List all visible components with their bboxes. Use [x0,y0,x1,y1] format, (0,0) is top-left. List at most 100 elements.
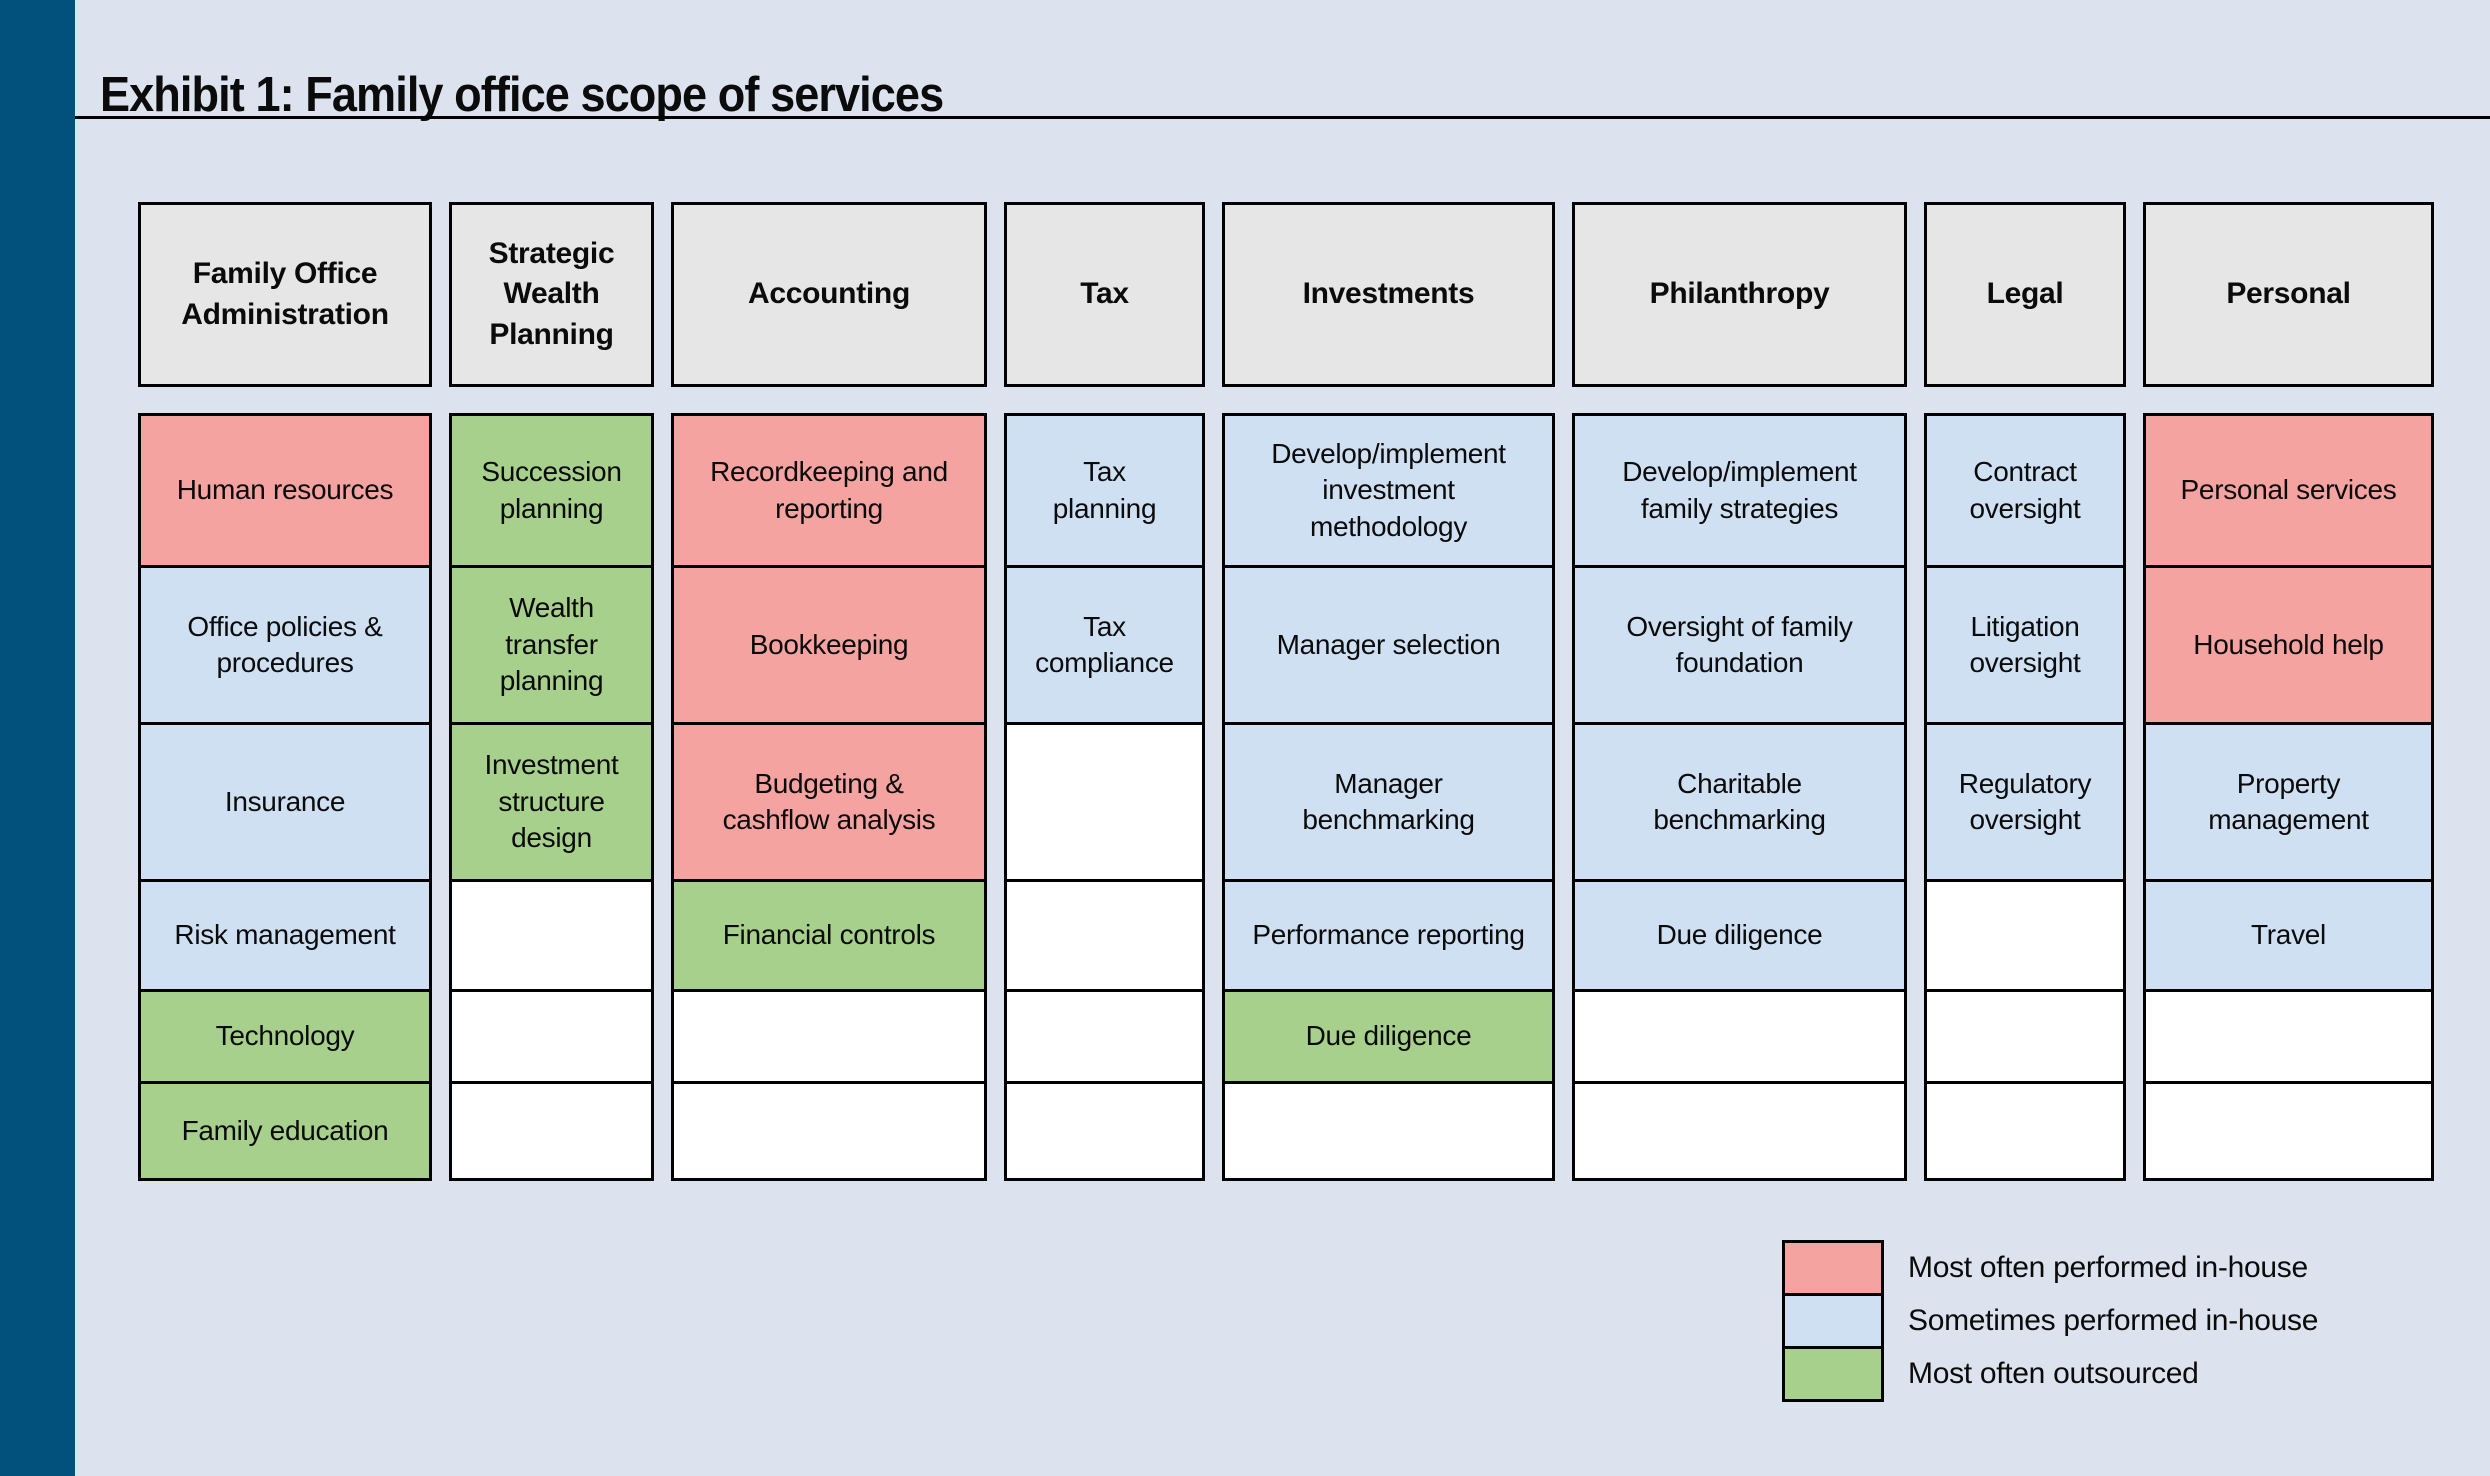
service-cell-bookkeeping: Bookkeeping [671,565,987,725]
empty-cell [1222,1081,1555,1181]
service-cell-label: Develop/implement investment methodology [1271,437,1506,542]
service-cell-manager-benchmarking: Manager benchmarking [1222,722,1555,882]
service-cell-label: Family education [181,1114,389,1146]
empty-cell [2143,1081,2434,1181]
service-cell-travel: Travel [2143,879,2434,992]
title-divider [75,116,2490,119]
service-cell-label: Personal services [2180,474,2397,506]
left-accent-bar [0,0,75,1476]
service-cell-due-diligence: Due diligence [1222,989,1555,1084]
empty-cell [1004,989,1205,1084]
service-cell-develop-implement-investment-methodology: Develop/implement investment methodology [1222,413,1555,568]
service-cell-label: Manager selection [1276,628,1501,660]
service-cell-regulatory-oversight: Regulatory oversight [1924,722,2126,882]
service-cell-personal-services: Personal services [2143,413,2434,568]
empty-cell [1924,1081,2126,1181]
service-cell-litigation-oversight: Litigation oversight [1924,565,2126,725]
service-cell-financial-controls: Financial controls [671,879,987,992]
empty-cell [2143,989,2434,1084]
service-cell-label: Human resources [176,474,394,506]
legend-swatch-outsourced [1782,1346,1884,1402]
service-cell-label: Succession planning [481,456,622,524]
service-cell-tax-compliance: Tax compliance [1004,565,1205,725]
service-cell-label: Financial controls [722,919,936,951]
service-cell-household-help: Household help [2143,565,2434,725]
column-header-tax: Tax [1004,202,1205,387]
service-cell-label: Wealth transfer planning [499,592,604,697]
service-cell-office-policies-procedures: Office policies & procedures [138,565,432,725]
column-header-philanthropy: Philanthropy [1572,202,1907,387]
service-cell-label: Insurance [224,785,346,817]
service-cell-human-resources: Human resources [138,413,432,568]
service-cell-due-diligence: Due diligence [1572,879,1907,992]
service-cell-label: Household help [2193,628,2384,660]
service-cell-label: Bookkeeping [749,628,909,660]
service-cell-label: Budgeting & cashflow analysis [722,767,936,835]
service-cell-succession-planning: Succession planning [449,413,654,568]
service-cell-oversight-of-family-foundation: Oversight of family foundation [1572,565,1907,725]
empty-cell [671,1081,987,1181]
column-header-family-office-administration: Family Office Administration [138,202,432,387]
service-cell-label: Travel [2251,919,2326,951]
empty-cell [1572,1081,1907,1181]
service-cell-tax-planning: Tax planning [1004,413,1205,568]
empty-cell [671,989,987,1084]
service-cell-label: Manager benchmarking [1302,767,1475,835]
service-cell-label: Due diligence [1656,919,1823,951]
empty-cell [449,879,654,992]
legend-label: Most often performed in-house [1908,1251,2308,1284]
service-cell-risk-management: Risk management [138,879,432,992]
service-cell-label: Due diligence [1305,1020,1472,1052]
column-header-legal: Legal [1924,202,2126,387]
service-cell-charitable-benchmarking: Charitable benchmarking [1572,722,1907,882]
service-cell-label: Office policies & procedures [187,610,383,678]
service-cell-label: Charitable benchmarking [1653,767,1826,835]
service-cell-budgeting-cashflow-analysis: Budgeting & cashflow analysis [671,722,987,882]
service-cell-label: Regulatory oversight [1958,767,2092,835]
column-header-investments: Investments [1222,202,1555,387]
service-cell-label: Performance reporting [1252,919,1525,951]
column-header-strategic-wealth-planning: Strategic Wealth Planning [449,202,654,387]
legend-row-most-often-outsourced: Most often outsourced [1782,1346,2318,1402]
exhibit-title: Exhibit 1: Family office scope of servic… [100,67,944,122]
legend-label: Most often outsourced [1908,1357,2199,1390]
empty-cell [449,989,654,1084]
service-cell-label: Recordkeeping and reporting [710,456,948,524]
service-cell-label: Litigation oversight [1969,610,2081,678]
legend-row-most-often-performed-in-house: Most often performed in-house [1782,1240,2318,1296]
legend-label: Sometimes performed in-house [1908,1304,2319,1337]
service-cell-label: Technology [215,1020,355,1052]
service-cell-recordkeeping-and-reporting: Recordkeeping and reporting [671,413,987,568]
empty-cell [1924,989,2126,1084]
service-cell-label: Property management [2208,767,2369,835]
service-cell-performance-reporting: Performance reporting [1222,879,1555,992]
service-cell-develop-implement-family-strategies: Develop/implement family strategies [1572,413,1907,568]
service-cell-label: Develop/implement family strategies [1622,456,1857,524]
empty-cell [1572,989,1907,1084]
column-header-accounting: Accounting [671,202,987,387]
legend-swatch-sometimes [1782,1293,1884,1349]
service-cell-property-management: Property management [2143,722,2434,882]
service-cell-label: Tax planning [1052,456,1157,524]
service-cell-investment-structure-design: Investment structure design [449,722,654,882]
legend-row-sometimes-performed-in-house: Sometimes performed in-house [1782,1293,2318,1349]
service-cell-manager-selection: Manager selection [1222,565,1555,725]
empty-cell [1004,722,1205,882]
service-cell-label: Risk management [174,919,396,951]
service-cell-insurance: Insurance [138,722,432,882]
empty-cell [449,1081,654,1181]
column-header-personal: Personal [2143,202,2434,387]
empty-cell [1004,1081,1205,1181]
service-cell-label: Investment structure design [484,749,619,854]
